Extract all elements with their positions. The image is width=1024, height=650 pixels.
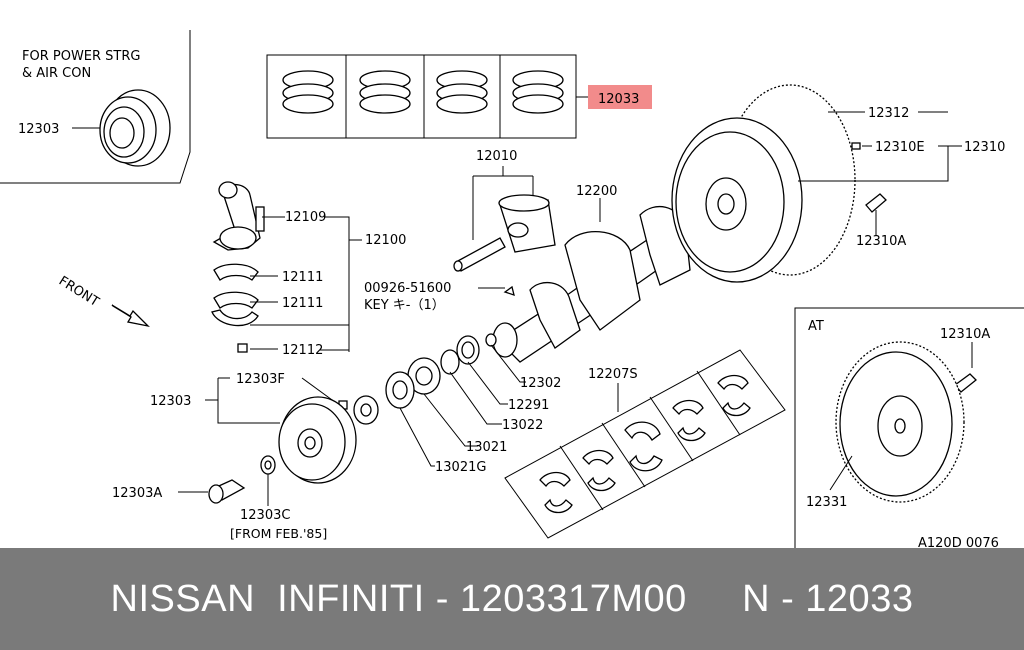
ring-stack-3 xyxy=(436,70,488,114)
label-12109: 12109 xyxy=(285,210,326,225)
bearing-shells xyxy=(539,374,751,514)
label-at-12331: 12331 xyxy=(806,495,847,510)
ring-stack-4 xyxy=(512,70,564,114)
piston: 12010 xyxy=(453,149,556,272)
label-13021G: 13021G xyxy=(435,460,486,475)
label-at-12310A: 12310A xyxy=(940,327,990,342)
power-steering-pulley-inset: FOR POWER STRG & AIR CON 12303 xyxy=(0,30,191,184)
label-12291: 12291 xyxy=(508,398,549,413)
label-12303-inset: 12303 xyxy=(18,122,59,137)
diagram-id: A120D 0076 xyxy=(918,536,999,548)
label-12200: 12200 xyxy=(576,184,617,199)
footer-banner: NISSAN INFINITI - 1203317M00 N - 12033 xyxy=(0,548,1024,650)
label-12100: 12100 xyxy=(365,233,406,248)
front-arrow: FRONT xyxy=(56,274,150,328)
label-key: KEY キ-（1） xyxy=(364,298,445,313)
label-12310E: 12310E xyxy=(875,140,925,155)
crank-pulley: 12303F 12303 12303C [FROM FEB.'85] 12303… xyxy=(112,372,357,541)
label-12310A: 12310A xyxy=(856,234,906,249)
automatic-drive-plate-inset: AT 12310A 12331 A120D 0076 xyxy=(794,307,1024,548)
label-12303A: 12303A xyxy=(112,486,162,501)
label-12010: 12010 xyxy=(476,149,517,164)
label-12207S: 12207S xyxy=(588,367,638,382)
highlight-12033 xyxy=(588,85,652,109)
footer-part-number: NISSAN INFINITI - 1203317M00 N - 12033 xyxy=(110,577,914,620)
label-12303C: 12303C xyxy=(240,508,290,523)
flywheel-manual: 12312 12310E 12310 12310A xyxy=(671,84,1005,283)
piston-ring-set: 12033 xyxy=(266,54,652,139)
ring-stack-1 xyxy=(282,70,334,114)
label-12310: 12310 xyxy=(964,140,1005,155)
crankshaft: 12200 xyxy=(492,184,701,363)
label-12303F: 12303F xyxy=(236,372,285,387)
label-front: FRONT xyxy=(56,274,102,310)
label-from-feb: [FROM FEB.'85] xyxy=(230,526,327,541)
parts-diagram: FOR POWER STRG & AIR CON 12303 xyxy=(0,30,1024,548)
power-strg-note-line1: FOR POWER STRG xyxy=(22,49,140,64)
power-strg-note-line2: & AIR CON xyxy=(22,66,91,81)
connecting-rod-group: 12109 12100 12111 12111 12112 xyxy=(211,181,406,358)
label-00926: 00926-51600 xyxy=(364,281,451,296)
label-12302: 12302 xyxy=(520,376,561,391)
main-bearing-set: 12207S xyxy=(504,349,786,539)
label-13021: 13021 xyxy=(466,440,507,455)
label-12303: 12303 xyxy=(150,394,191,409)
label-12112: 12112 xyxy=(282,343,323,358)
label-12111-a: 12111 xyxy=(282,270,323,285)
ring-stack-2 xyxy=(359,70,411,114)
label-12111-b: 12111 xyxy=(282,296,323,311)
label-at: AT xyxy=(808,319,824,334)
label-13022: 13022 xyxy=(502,418,543,433)
label-12312: 12312 xyxy=(868,106,909,121)
label-12033: 12033 xyxy=(598,92,639,107)
